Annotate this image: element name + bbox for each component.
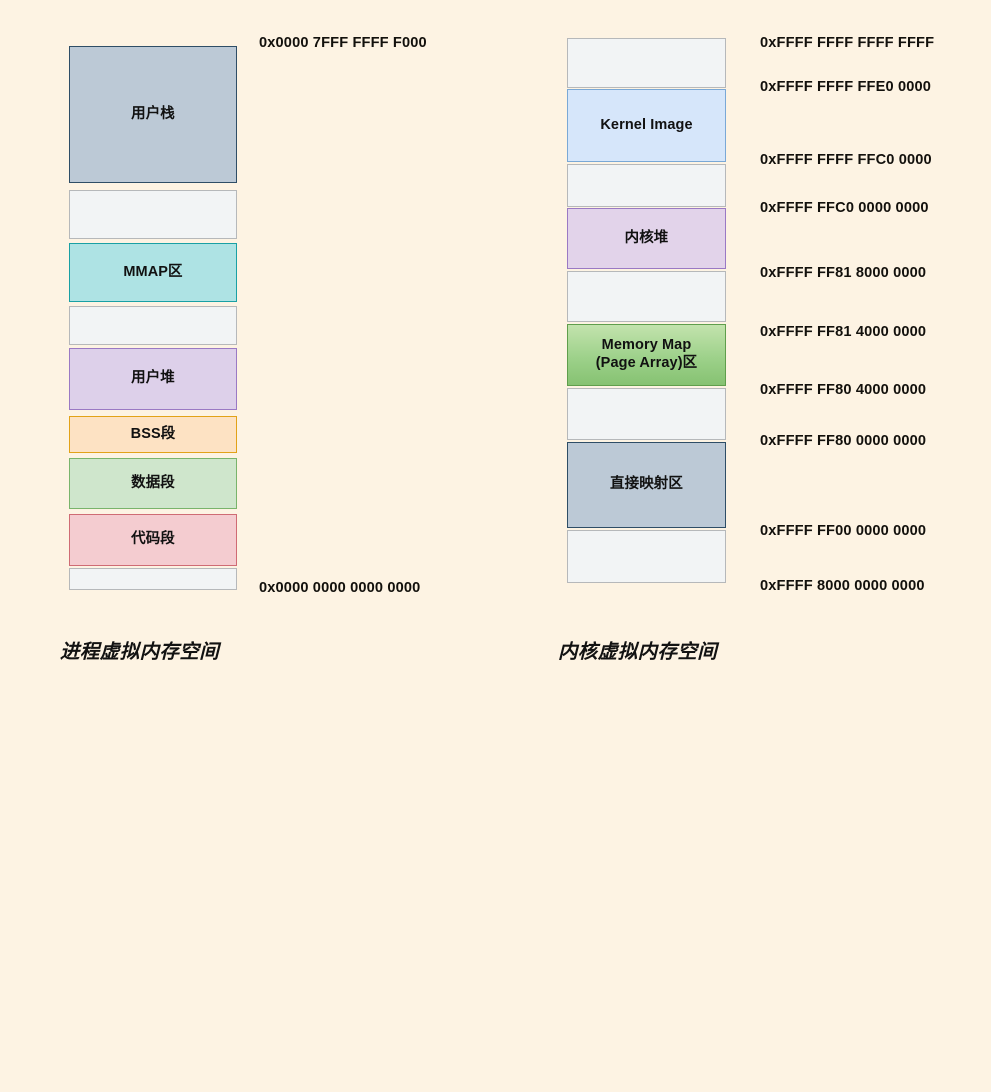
address-label: 0xFFFF FFFF FFE0 0000 [760, 79, 932, 95]
address-label: 0xFFFF 8000 0000 0000 [760, 578, 925, 594]
address-label: 0xFFFF FFC0 0000 0000 [760, 200, 929, 216]
address-label: 0xFFFF FF00 0000 0000 [760, 523, 927, 539]
address-label: 0xFFFF FFFF FFC0 0000 [760, 152, 932, 168]
memory-block: 直接映射区 [567, 442, 726, 528]
memory-block: 代码段 [69, 514, 237, 566]
caption-kernel-virtual-memory: 内核虚拟内存空间 [558, 641, 718, 663]
memory-block: 用户堆 [69, 348, 237, 410]
memory-gap-block [69, 568, 237, 590]
address-label: 0xFFFF FF81 4000 0000 [760, 324, 927, 340]
caption-process-virtual-memory: 进程虚拟内存空间 [60, 641, 220, 663]
memory-gap-block [567, 271, 726, 322]
address-label: 0xFFFF FF80 4000 0000 [760, 382, 927, 398]
address-label: 0xFFFF FF81 8000 0000 [760, 265, 927, 281]
memory-gap-block [567, 530, 726, 583]
memory-gap-block [69, 306, 237, 345]
memory-block: 内核堆 [567, 208, 726, 269]
memory-block: 用户栈 [69, 46, 237, 183]
memory-block: Kernel Image [567, 89, 726, 162]
kernel-memory-column-frame [0, 546, 163, 1092]
memory-gap-block [567, 388, 726, 440]
address-label: 0x0000 0000 0000 0000 [259, 580, 421, 596]
address-label: 0x0000 7FFF FFFF F000 [259, 35, 427, 51]
address-label: 0xFFFF FFFF FFFF FFFF [760, 35, 935, 51]
memory-block: 数据段 [69, 458, 237, 509]
memory-gap-block [567, 164, 726, 207]
memory-gap-block [69, 190, 237, 239]
memory-block: Memory Map (Page Array)区 [567, 324, 726, 386]
memory-block: BSS段 [69, 416, 237, 453]
memory-gap-block [567, 38, 726, 88]
memory-layout-diagram: 用户栈 MMAP区用户堆 BSS段数据段代码段 0x0000 7FFF FFFF F… [60, 35, 935, 663]
address-label: 0xFFFF FF80 0000 0000 [760, 433, 927, 449]
memory-block: MMAP区 [69, 243, 237, 302]
